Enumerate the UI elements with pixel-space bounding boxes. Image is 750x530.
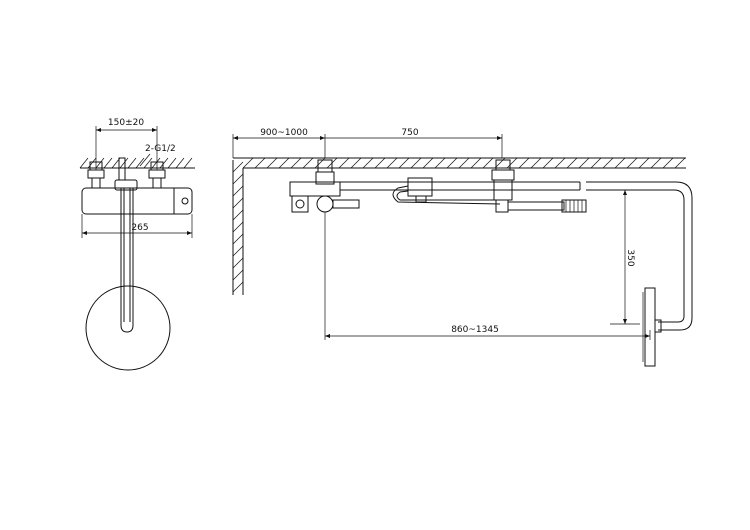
side-view: 900~1000 750 — [232, 128, 693, 367]
riser-pipe — [120, 188, 134, 333]
slide-rail — [340, 181, 626, 191]
hose — [392, 177, 501, 205]
dimension-wall-offset: 900~1000 — [232, 128, 326, 158]
overhead-shower-head — [642, 287, 662, 367]
dim-label-drop-height: 350 — [625, 249, 635, 266]
dimension-drop-height: 350 — [610, 189, 640, 325]
dim-label-inlet-spacing: 150±20 — [108, 118, 144, 128]
dimension-arm-reach: 860~1345 — [324, 212, 651, 340]
dim-label-body-width: 265 — [131, 223, 148, 233]
inlet-connector-right — [148, 161, 166, 189]
dimension-inlet-thread: 2-G1/2 — [139, 144, 176, 167]
mixer-body — [81, 157, 193, 215]
dim-label-wall-offset: 900~1000 — [260, 128, 308, 138]
dimension-body-width: 265 — [81, 214, 193, 238]
dimension-rail-span: 750 — [325, 128, 503, 158]
front-view: 150±20 2-G1/2 — [79, 118, 195, 371]
hand-shower — [507, 199, 587, 213]
dim-label-inlet-thread: 2-G1/2 — [145, 144, 176, 154]
dim-label-arm-reach: 860~1345 — [451, 325, 499, 335]
dim-label-rail-span: 750 — [401, 128, 418, 138]
dimension-inlet-spacing: 150±20 — [95, 118, 158, 170]
shower-head-front — [85, 285, 171, 371]
side-wall — [232, 157, 686, 295]
front-view-wall-hatch — [79, 157, 195, 169]
overhead-arm — [626, 181, 693, 331]
